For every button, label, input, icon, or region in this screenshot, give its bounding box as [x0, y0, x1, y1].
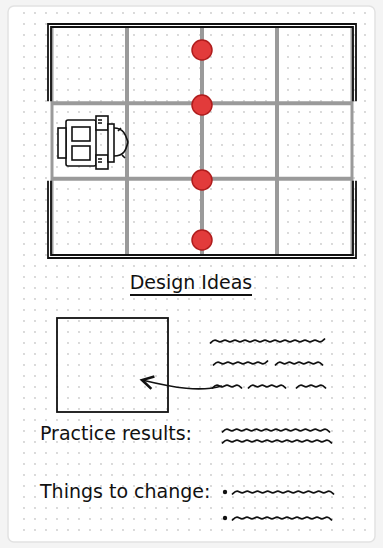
robot-sketch: [58, 116, 128, 169]
game-field: [48, 24, 356, 258]
bullet: [223, 490, 227, 494]
note-label: Things to change:: [40, 481, 210, 502]
paper-sheet: [8, 6, 375, 542]
red-marker: [192, 95, 212, 115]
bullet: [223, 516, 227, 520]
dot-grid: [14, 10, 369, 538]
red-marker: [192, 170, 212, 190]
pointer-arrow: [142, 380, 222, 389]
red-marker: [192, 40, 212, 60]
section-heading: Design Ideas: [130, 272, 253, 296]
sketch-box: [57, 318, 168, 412]
red-marker: [192, 230, 212, 250]
note-label: Practice results:: [40, 423, 192, 444]
scribble-lines: [210, 339, 334, 521]
